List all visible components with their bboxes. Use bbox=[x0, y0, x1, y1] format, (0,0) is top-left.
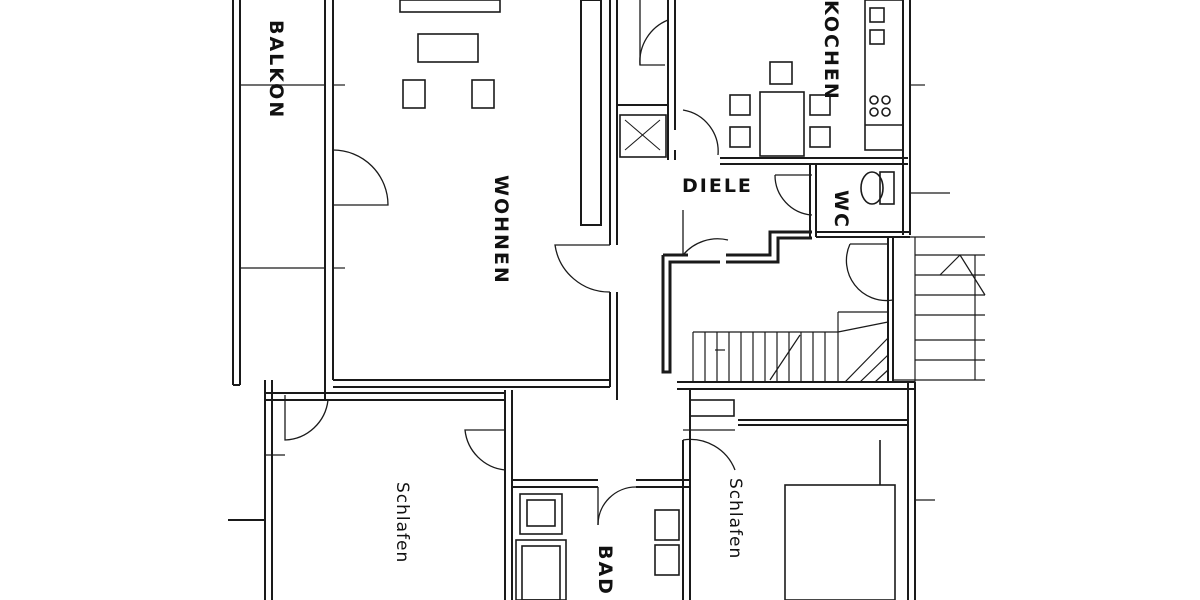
room-label-bad: BAD bbox=[594, 545, 616, 596]
room-label-kochen: KOCHEN bbox=[820, 0, 842, 101]
doors bbox=[284, 0, 894, 526]
windows bbox=[240, 84, 950, 501]
room-label-schlafen-right: Schlafen bbox=[725, 478, 745, 560]
furniture bbox=[399, 0, 904, 600]
room-label-diele: DIELE bbox=[682, 175, 753, 197]
walls bbox=[228, 0, 916, 600]
room-label-wc: WC bbox=[830, 190, 852, 229]
staircase bbox=[692, 236, 986, 383]
room-label-schlafen-left: Schlafen bbox=[392, 482, 412, 564]
room-label-wohnen: WOHNEN bbox=[490, 175, 512, 285]
room-label-balkon: BALKON bbox=[265, 20, 287, 120]
